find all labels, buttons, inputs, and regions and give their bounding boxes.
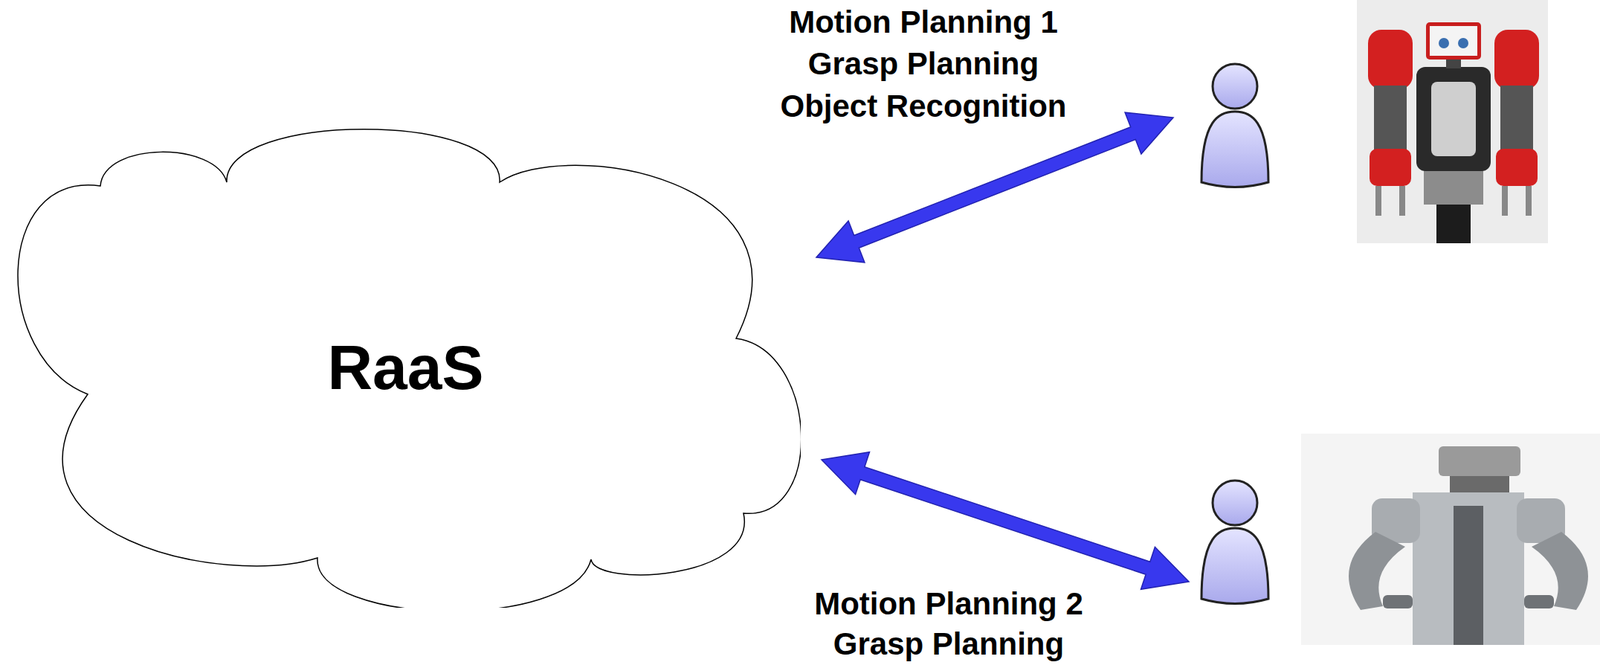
person-icon [1201,63,1269,188]
cloud-shape [17,129,801,608]
robot-picture [1301,433,1600,645]
service-label: Object Recognition [779,87,1067,125]
service-label: Motion Planning 2 [814,585,1084,623]
node-title: RaaS [327,331,484,404]
person-icon [1201,480,1269,604]
robot-picture [1356,0,1548,244]
service-label: Grasp Planning [833,625,1064,663]
cloud-node: RaaS [10,127,801,608]
arrow-group [816,112,1189,589]
service-label: Grasp Planning [808,45,1039,83]
double-arrow [821,452,1189,589]
service-label: Motion Planning 1 [788,3,1058,41]
double-arrow [816,112,1174,263]
